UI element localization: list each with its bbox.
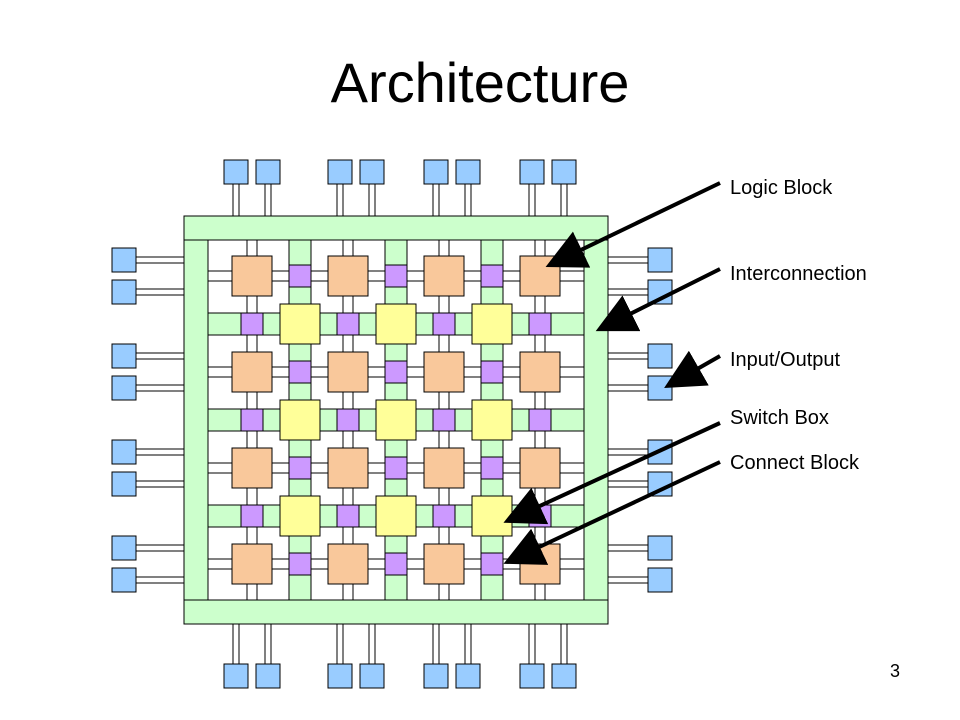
io-pad-bottom bbox=[327, 663, 353, 689]
io-pad-bottom bbox=[455, 663, 481, 689]
logic-block-arrow bbox=[545, 181, 721, 268]
connect-block bbox=[384, 552, 408, 576]
io-pad-left bbox=[111, 375, 137, 401]
connect-block bbox=[480, 552, 504, 576]
io-pad-top bbox=[327, 159, 353, 185]
switch-box bbox=[471, 303, 513, 345]
connect-block bbox=[384, 264, 408, 288]
io-pad-bottom bbox=[423, 663, 449, 689]
io-pad-top bbox=[223, 159, 249, 185]
interconnection-label: Interconnection bbox=[730, 263, 867, 285]
switch-box bbox=[375, 495, 417, 537]
connect-block bbox=[288, 456, 312, 480]
io-pad-left bbox=[111, 247, 137, 273]
slide-title: Architecture bbox=[330, 51, 630, 114]
connect-block bbox=[432, 408, 456, 432]
interconnect-frame-top bbox=[183, 215, 609, 241]
switch-box bbox=[375, 303, 417, 345]
io-pad-top bbox=[551, 159, 577, 185]
io-pad-left bbox=[111, 471, 137, 497]
logic-block bbox=[327, 351, 369, 393]
io-pad-top bbox=[455, 159, 481, 185]
io-pad-bottom bbox=[519, 663, 545, 689]
logic-block-label: Logic Block bbox=[730, 177, 833, 199]
connect-block bbox=[384, 456, 408, 480]
connect-block bbox=[240, 312, 264, 336]
input-output-label: Input/Output bbox=[730, 349, 841, 371]
connect-block-label: Connect Block bbox=[730, 452, 859, 474]
io-pad-right bbox=[647, 535, 673, 561]
input-output-arrow bbox=[664, 350, 721, 388]
io-pad-right bbox=[647, 375, 673, 401]
interconnect-frame-bottom bbox=[183, 599, 609, 625]
interconnect-frame-left bbox=[183, 239, 209, 601]
logic-block bbox=[231, 447, 273, 489]
connect-block bbox=[336, 312, 360, 336]
connect-block bbox=[432, 312, 456, 336]
connect-block bbox=[384, 360, 408, 384]
io-pad-right bbox=[647, 567, 673, 593]
switch-box bbox=[471, 399, 513, 441]
connect-block bbox=[288, 360, 312, 384]
connect-block bbox=[480, 360, 504, 384]
connect-block bbox=[528, 312, 552, 336]
logic-block bbox=[423, 255, 465, 297]
io-pad-left bbox=[111, 567, 137, 593]
interconnect-frame-right bbox=[583, 239, 609, 601]
io-pad-left bbox=[111, 535, 137, 561]
switch-box bbox=[279, 495, 321, 537]
logic-block bbox=[327, 255, 369, 297]
io-pad-left bbox=[111, 343, 137, 369]
switch-box bbox=[279, 399, 321, 441]
switch-box-arrow bbox=[503, 421, 721, 525]
io-pad-bottom bbox=[551, 663, 577, 689]
logic-block bbox=[423, 351, 465, 393]
logic-block bbox=[423, 447, 465, 489]
io-pad-left bbox=[111, 439, 137, 465]
io-pad-bottom bbox=[255, 663, 281, 689]
logic-block bbox=[519, 255, 561, 297]
connect-block bbox=[288, 264, 312, 288]
logic-block bbox=[231, 255, 273, 297]
connect-block bbox=[240, 504, 264, 528]
logic-block bbox=[327, 447, 369, 489]
connect-block bbox=[528, 408, 552, 432]
switch-box-label: Switch Box bbox=[730, 407, 829, 429]
switch-box bbox=[375, 399, 417, 441]
connect-block bbox=[336, 504, 360, 528]
io-pad-bottom bbox=[223, 663, 249, 689]
switch-box bbox=[471, 495, 513, 537]
logic-block bbox=[519, 447, 561, 489]
io-pad-right bbox=[647, 343, 673, 369]
connect-block bbox=[288, 552, 312, 576]
io-pad-top bbox=[359, 159, 385, 185]
io-pad-top bbox=[519, 159, 545, 185]
interconnection-arrow bbox=[595, 267, 721, 332]
logic-block bbox=[519, 543, 561, 585]
connect-block bbox=[480, 264, 504, 288]
io-pad-left bbox=[111, 279, 137, 305]
connect-block bbox=[336, 408, 360, 432]
switch-box bbox=[279, 303, 321, 345]
io-pad-bottom bbox=[359, 663, 385, 689]
connect-block bbox=[240, 408, 264, 432]
connect-block bbox=[480, 456, 504, 480]
connect-block bbox=[432, 504, 456, 528]
logic-block bbox=[231, 543, 273, 585]
logic-block bbox=[327, 543, 369, 585]
logic-block bbox=[519, 351, 561, 393]
io-pad-top bbox=[255, 159, 281, 185]
logic-block bbox=[423, 543, 465, 585]
page-number: 3 bbox=[889, 661, 900, 681]
io-pad-right bbox=[647, 247, 673, 273]
io-pad-top bbox=[423, 159, 449, 185]
connect-block-arrow bbox=[503, 460, 721, 565]
logic-block bbox=[231, 351, 273, 393]
